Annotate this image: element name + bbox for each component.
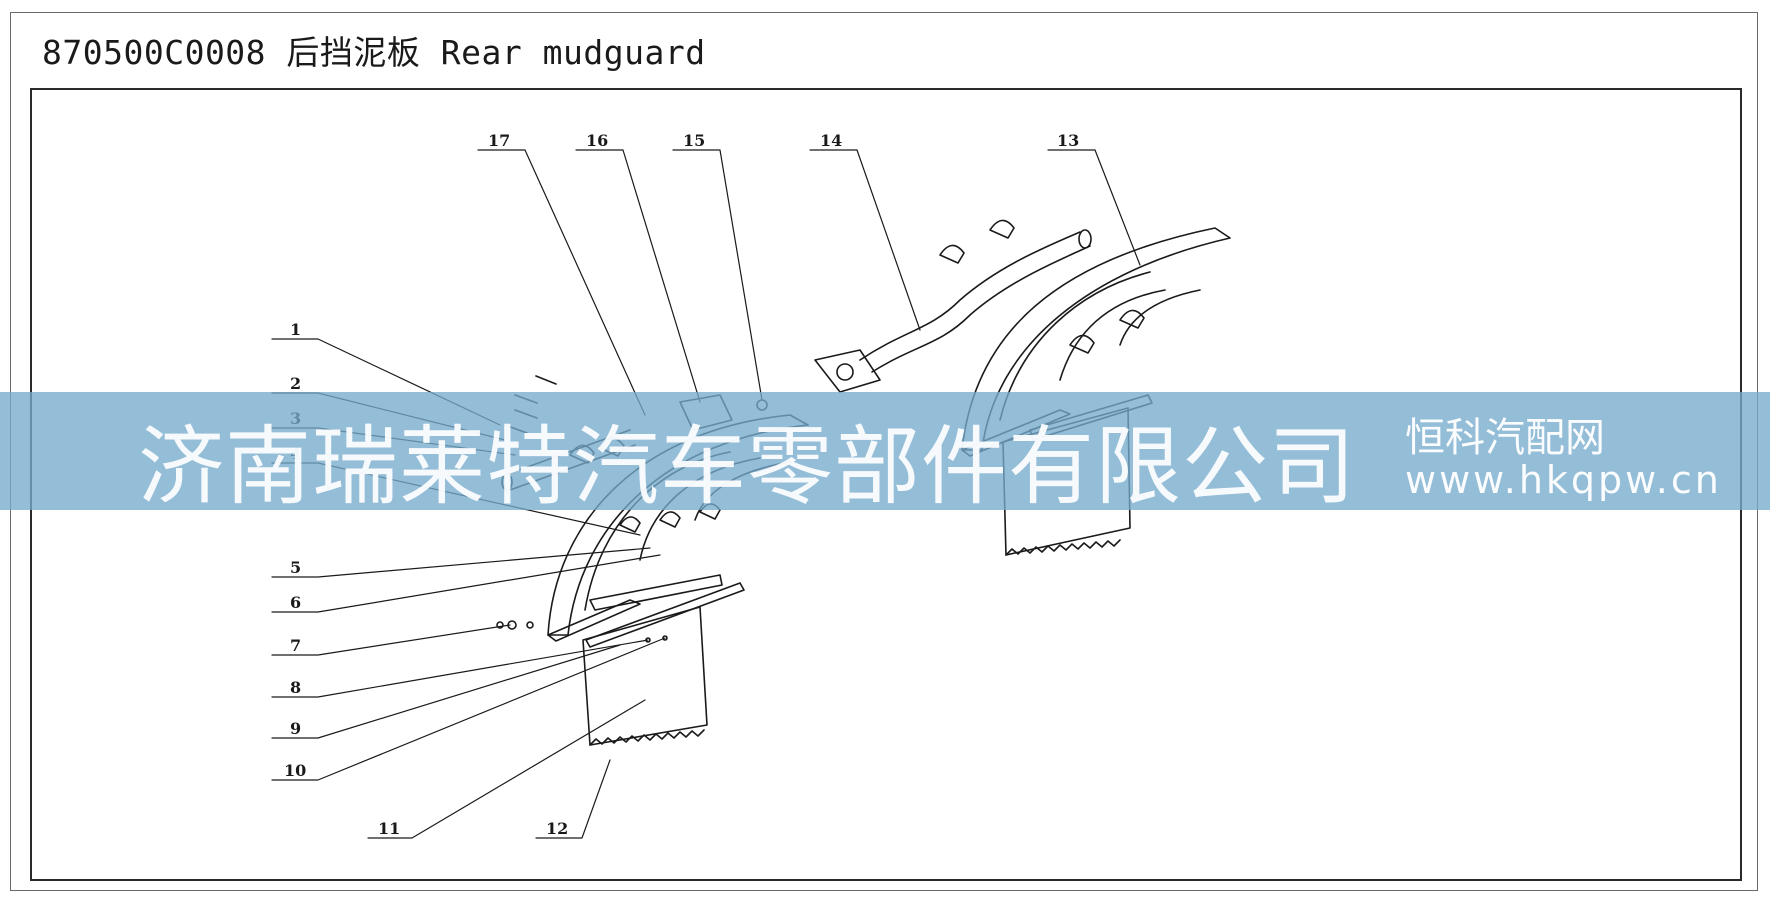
callout-13: 13 <box>1057 131 1079 150</box>
callout-6: 6 <box>290 593 301 612</box>
drawing-title: 870500C0008 后挡泥板 Rear mudguard <box>42 33 706 72</box>
callout-1: 1 <box>290 320 301 339</box>
watermark-site-name: 恒科汽配网 <box>1405 415 1605 461</box>
callout-10: 10 <box>284 761 306 780</box>
callout-16: 16 <box>586 131 608 150</box>
callout-8: 8 <box>290 678 301 697</box>
callout-14: 14 <box>820 131 842 150</box>
callout-17: 17 <box>488 131 510 150</box>
callout-5: 5 <box>290 558 301 577</box>
callout-2: 2 <box>290 374 301 393</box>
callout-9: 9 <box>290 719 301 738</box>
watermark-site-url: www.hkqpw.cn <box>1405 458 1722 502</box>
callout-7: 7 <box>290 636 301 655</box>
watermark-company-name: 济南瑞莱特汽车零部件有限公司 <box>138 417 1356 517</box>
watermark-banner <box>0 392 1770 510</box>
callout-11: 11 <box>378 819 400 838</box>
callout-12: 12 <box>546 819 568 838</box>
callout-15: 15 <box>683 131 705 150</box>
